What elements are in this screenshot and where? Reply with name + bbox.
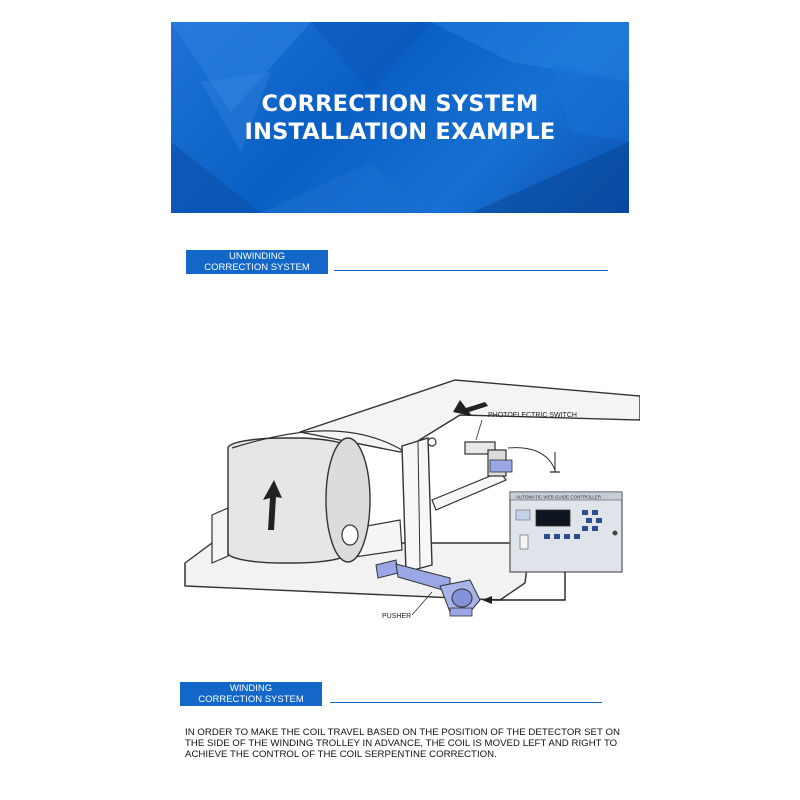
section-tag-unwinding: UNWINDING CORRECTION SYSTEM	[186, 250, 328, 274]
section-tag-winding: WINDING CORRECTION SYSTEM	[180, 682, 322, 706]
web-sheet	[299, 379, 640, 453]
page-title: CORRECTION SYSTEM INSTALLATION EXAMPLE	[171, 90, 629, 146]
switch-sensor-icon	[489, 459, 513, 473]
web-direction-arrow-icon	[453, 400, 488, 416]
hero-background-pattern	[171, 22, 629, 213]
switch-cable	[507, 447, 556, 471]
page-title-line-1: CORRECTION SYSTEM	[261, 91, 539, 117]
roll-end-face	[325, 437, 371, 563]
section-rule-unwinding	[334, 270, 608, 271]
pusher-actuator-icon	[375, 559, 481, 617]
section-tag-winding-line-1: WINDING	[229, 683, 273, 694]
pusher-label: PUSHER	[382, 613, 411, 620]
roll-rotation-arrow-icon	[263, 480, 282, 530]
controller-to-pusher-line	[490, 572, 566, 601]
controller-display	[535, 509, 571, 527]
web-guide-controller: AUTOMATIC WEB GUIDE CONTROLLER	[509, 491, 623, 573]
controller-to-pusher-arrow-icon	[482, 596, 492, 604]
photoelectric-leader-line	[475, 419, 483, 441]
section-tag-unwinding-line-2: CORRECTION SYSTEM	[204, 261, 310, 273]
section-rule-winding	[330, 702, 602, 703]
stand-seam	[417, 441, 421, 569]
section-tag-winding-line-2: CORRECTION SYSTEM	[198, 693, 304, 705]
controller-buttons-icon	[544, 510, 602, 539]
sensor-arm	[431, 471, 507, 511]
hero-banner: CORRECTION SYSTEM INSTALLATION EXAMPLE	[171, 22, 629, 213]
frame-left-panel	[211, 507, 229, 564]
photoelectric-switch-label: PHOTOELECTRIC SWITCH	[488, 412, 577, 419]
roll-core	[341, 524, 359, 546]
section-tag-unwinding-line-1: UNWINDING	[229, 251, 285, 262]
page-title-line-2: INSTALLATION EXAMPLE	[244, 119, 556, 145]
stand-bolt	[427, 437, 437, 447]
vertical-stand	[401, 437, 433, 573]
roll-top-edge	[231, 430, 403, 451]
controller-switch-icon	[519, 534, 529, 550]
installation-diagram: PHOTOELECTRIC SWITCH AUTOMATIC WEB GUIDE…	[184, 379, 640, 620]
controller-header: AUTOMATIC WEB GUIDE CONTROLLER	[516, 495, 602, 500]
description-paragraph: IN ORDER TO MAKE THE COIL TRAVEL BASED O…	[185, 727, 620, 760]
pusher-leader-line	[411, 591, 433, 616]
